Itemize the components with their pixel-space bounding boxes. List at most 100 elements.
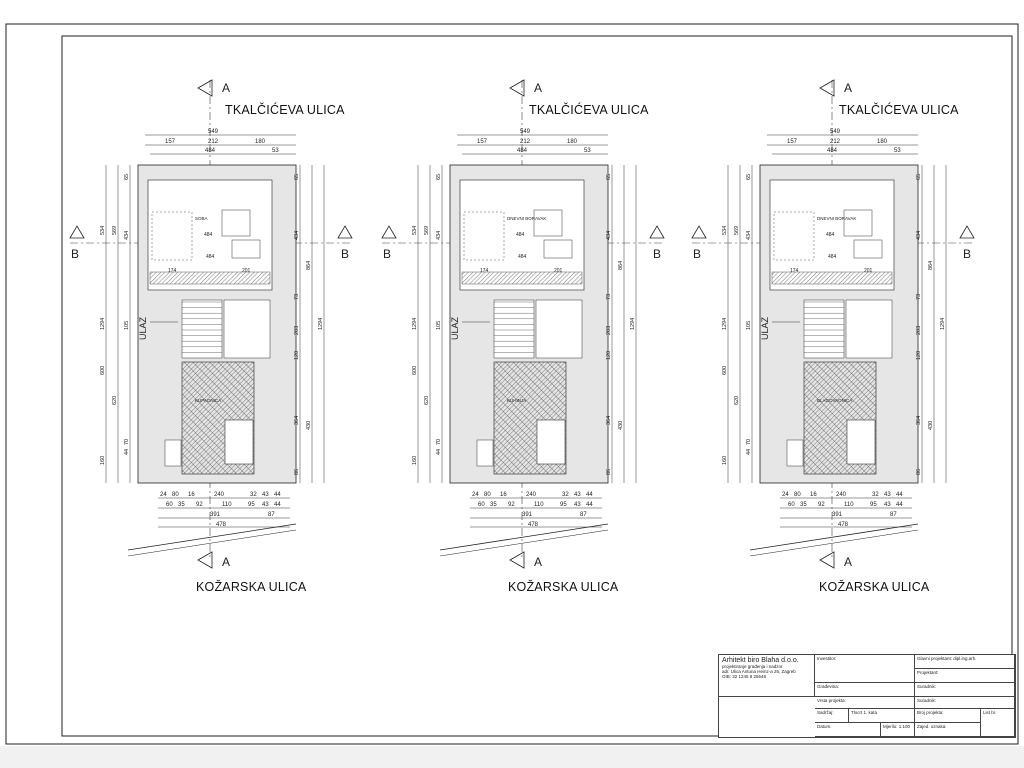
- dim-right-1: 434: [606, 231, 612, 240]
- dim-right-7: 364: [606, 416, 612, 425]
- dim-bottom-r2-4: 95: [560, 502, 567, 508]
- dim-top-d: 484: [517, 148, 528, 154]
- tb-gradjevina: Građevina:: [815, 683, 915, 697]
- dim-bottom-r2-5: 43: [574, 502, 581, 508]
- room-label-2: BLAGOVAONICA: [817, 398, 852, 403]
- dim-right-1: 434: [916, 231, 922, 240]
- armchair: [533, 209, 563, 237]
- title-block: Arhitekt biro Blaha d.o.o. projektiranje…: [718, 654, 1016, 738]
- section-a-bottom-marker: [819, 551, 835, 569]
- dim-top-e: 53: [584, 148, 591, 154]
- section-b-right-label: B: [341, 247, 349, 261]
- section-b-right-marker: [959, 225, 975, 239]
- firm-line-3: adr. Ulica Antuna Heinz-a 26, Zagreb: [722, 669, 796, 674]
- section-a-top-marker: [197, 79, 213, 97]
- dim-left-0: 65: [124, 174, 130, 180]
- dim-bottom-r2-2: 92: [196, 502, 203, 508]
- firm-name: Arhitekt biro Blaha d.o.o.: [722, 657, 799, 664]
- dim-bottom-r2-2: 92: [818, 502, 825, 508]
- dim-inner-a: 484: [204, 232, 213, 238]
- dim-left-9: 44: [746, 449, 752, 455]
- dim-right-4: 203: [606, 326, 612, 335]
- section-b-left-marker: [69, 225, 85, 239]
- dim-left-8: 160: [100, 456, 106, 465]
- dim-bottom-r1-1: 80: [794, 492, 801, 498]
- dim-left-7: 620: [112, 396, 118, 405]
- dim-left-1: 434: [436, 231, 442, 240]
- dim-inner-d: 484: [518, 254, 527, 260]
- dim-bottom-r1-0: 24: [160, 492, 167, 498]
- dim-top-b: 212: [208, 139, 219, 145]
- dim-left-8: 160: [722, 456, 728, 465]
- wc-fixture: [476, 439, 494, 467]
- street-edge-1: [127, 523, 297, 551]
- dim-bottom-total-1: 391: [210, 512, 221, 518]
- dim-inner-c: 201: [864, 268, 873, 274]
- dim-right-8: 430: [618, 421, 624, 430]
- tb-investitor: Investitor:: [815, 655, 915, 683]
- street-label-bottom-1: KOŽARSKA ULICA: [196, 580, 307, 594]
- dim-bottom-r2-2: 92: [508, 502, 515, 508]
- dim-left-1: 434: [124, 231, 130, 240]
- dim-right-7: 364: [294, 416, 300, 425]
- street-edge-2: [439, 529, 609, 557]
- tb-vrsta: Vrsta projekta:: [815, 697, 915, 709]
- dim-left-1: 434: [746, 231, 752, 240]
- dim-top-c: 180: [567, 139, 578, 145]
- dim-right-2: 864: [618, 261, 624, 270]
- radiator-band: [461, 271, 583, 285]
- dim-right-6: 120: [294, 351, 300, 360]
- dim-right-6: 120: [916, 351, 922, 360]
- stair-landing: [223, 299, 271, 359]
- dim-right-0: 65: [294, 174, 300, 180]
- dim-bottom-r1-5: 43: [574, 492, 581, 498]
- dim-bottom-r1-6: 44: [586, 492, 593, 498]
- dim-bottom-r2-3: 110: [222, 502, 232, 508]
- tb-datum: Datum:: [815, 723, 881, 737]
- dim-left-3: 569: [112, 226, 118, 235]
- dim-top-c: 180: [255, 139, 266, 145]
- room-label-1: SOBA: [195, 216, 208, 221]
- dim-right-7: 364: [916, 416, 922, 425]
- dim-left-10: 70: [746, 439, 752, 445]
- section-a-top-label: A: [222, 81, 230, 95]
- dim-bottom-total-2: 87: [580, 512, 587, 518]
- tb-suradnik-2: Suradnik:: [915, 697, 1015, 709]
- dim-bottom-r1-6: 44: [274, 492, 281, 498]
- dim-left-4: 1294: [722, 318, 728, 330]
- firm-line-2: projektiranje građenja i nadzor: [722, 664, 783, 669]
- dim-left-0: 65: [436, 174, 442, 180]
- dim-inner-b: 174: [480, 268, 489, 274]
- tb-projektant: Projektant:: [915, 669, 1015, 683]
- dim-bottom-r1-6: 44: [896, 492, 903, 498]
- tb-broj: Broj projekta:: [915, 709, 981, 723]
- section-a-top-marker: [509, 79, 525, 97]
- dim-bottom-total-3: 478: [216, 522, 227, 528]
- dim-left-6: 600: [722, 366, 728, 375]
- dim-top-a: 157: [165, 139, 176, 145]
- dim-bottom-r1-5: 43: [884, 492, 891, 498]
- stair-block: [493, 299, 535, 359]
- wc-fixture: [164, 439, 182, 467]
- dim-inner-a: 484: [516, 232, 525, 238]
- dim-right-2: 864: [928, 261, 934, 270]
- stair-ulaz-label: ULAZ: [760, 316, 770, 340]
- dim-bottom-r2-6: 44: [586, 502, 593, 508]
- dim-bottom-r2-1: 35: [490, 502, 497, 508]
- dim-inner-c: 201: [242, 268, 251, 274]
- dim-bottom-r1-4: 32: [562, 492, 569, 498]
- dim-top-total: 549: [830, 129, 841, 135]
- dim-right-1: 434: [294, 231, 300, 240]
- dim-top-total: 549: [520, 129, 531, 135]
- dim-left-9: 44: [436, 449, 442, 455]
- dim-bottom-r2-3: 110: [534, 502, 544, 508]
- section-a-top-label: A: [534, 81, 542, 95]
- section-a-bottom-marker: [197, 551, 213, 569]
- stair-block: [803, 299, 845, 359]
- dim-bottom-r2-4: 95: [248, 502, 255, 508]
- street-label-top-2: TKALČIĆEVA ULICA: [529, 103, 649, 117]
- dim-top-a: 157: [787, 139, 798, 145]
- dim-left-5: 105: [746, 321, 752, 330]
